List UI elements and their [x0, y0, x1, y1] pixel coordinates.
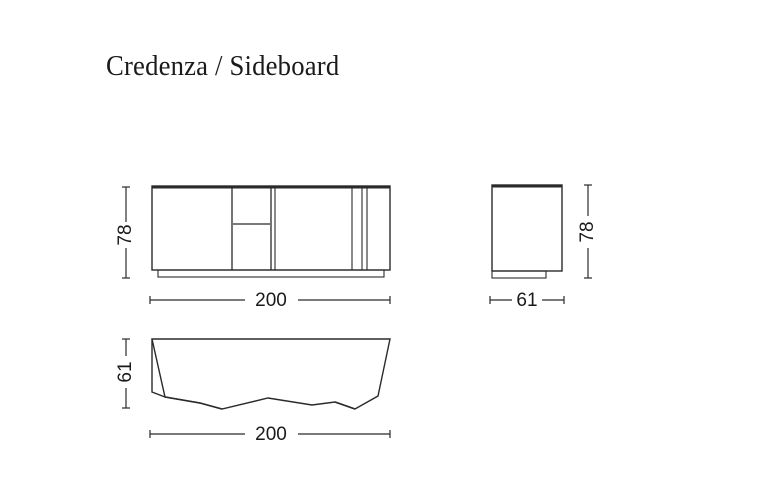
top-right-facet: [334, 401, 356, 410]
drawing-title: Credenza / Sideboard: [106, 50, 340, 82]
top-left-facet: [164, 396, 223, 410]
side-plinth: [491, 270, 547, 279]
top-depth-dimension: 61: [115, 338, 136, 409]
front-plinth: [157, 269, 385, 278]
side-height-dimension: 78: [577, 184, 598, 279]
front-height-dimension: 78: [115, 186, 136, 279]
top-width-dimension: 200: [149, 424, 391, 445]
top-depth-label: 61: [115, 361, 136, 382]
side-body-outline: [491, 184, 563, 272]
top-outline: [151, 338, 391, 410]
side-view: [491, 184, 563, 279]
front-width-dimension: 200: [149, 290, 391, 311]
top-view: [151, 338, 391, 410]
side-depth-dimension: 61: [489, 290, 565, 311]
front-height-label: 78: [115, 224, 136, 245]
front-width-label: 200: [255, 290, 287, 311]
top-width-label: 200: [255, 424, 287, 445]
front-view: [151, 185, 391, 278]
side-depth-label: 61: [516, 290, 537, 311]
side-height-label: 78: [577, 221, 598, 242]
top-left-edge: [151, 339, 166, 398]
